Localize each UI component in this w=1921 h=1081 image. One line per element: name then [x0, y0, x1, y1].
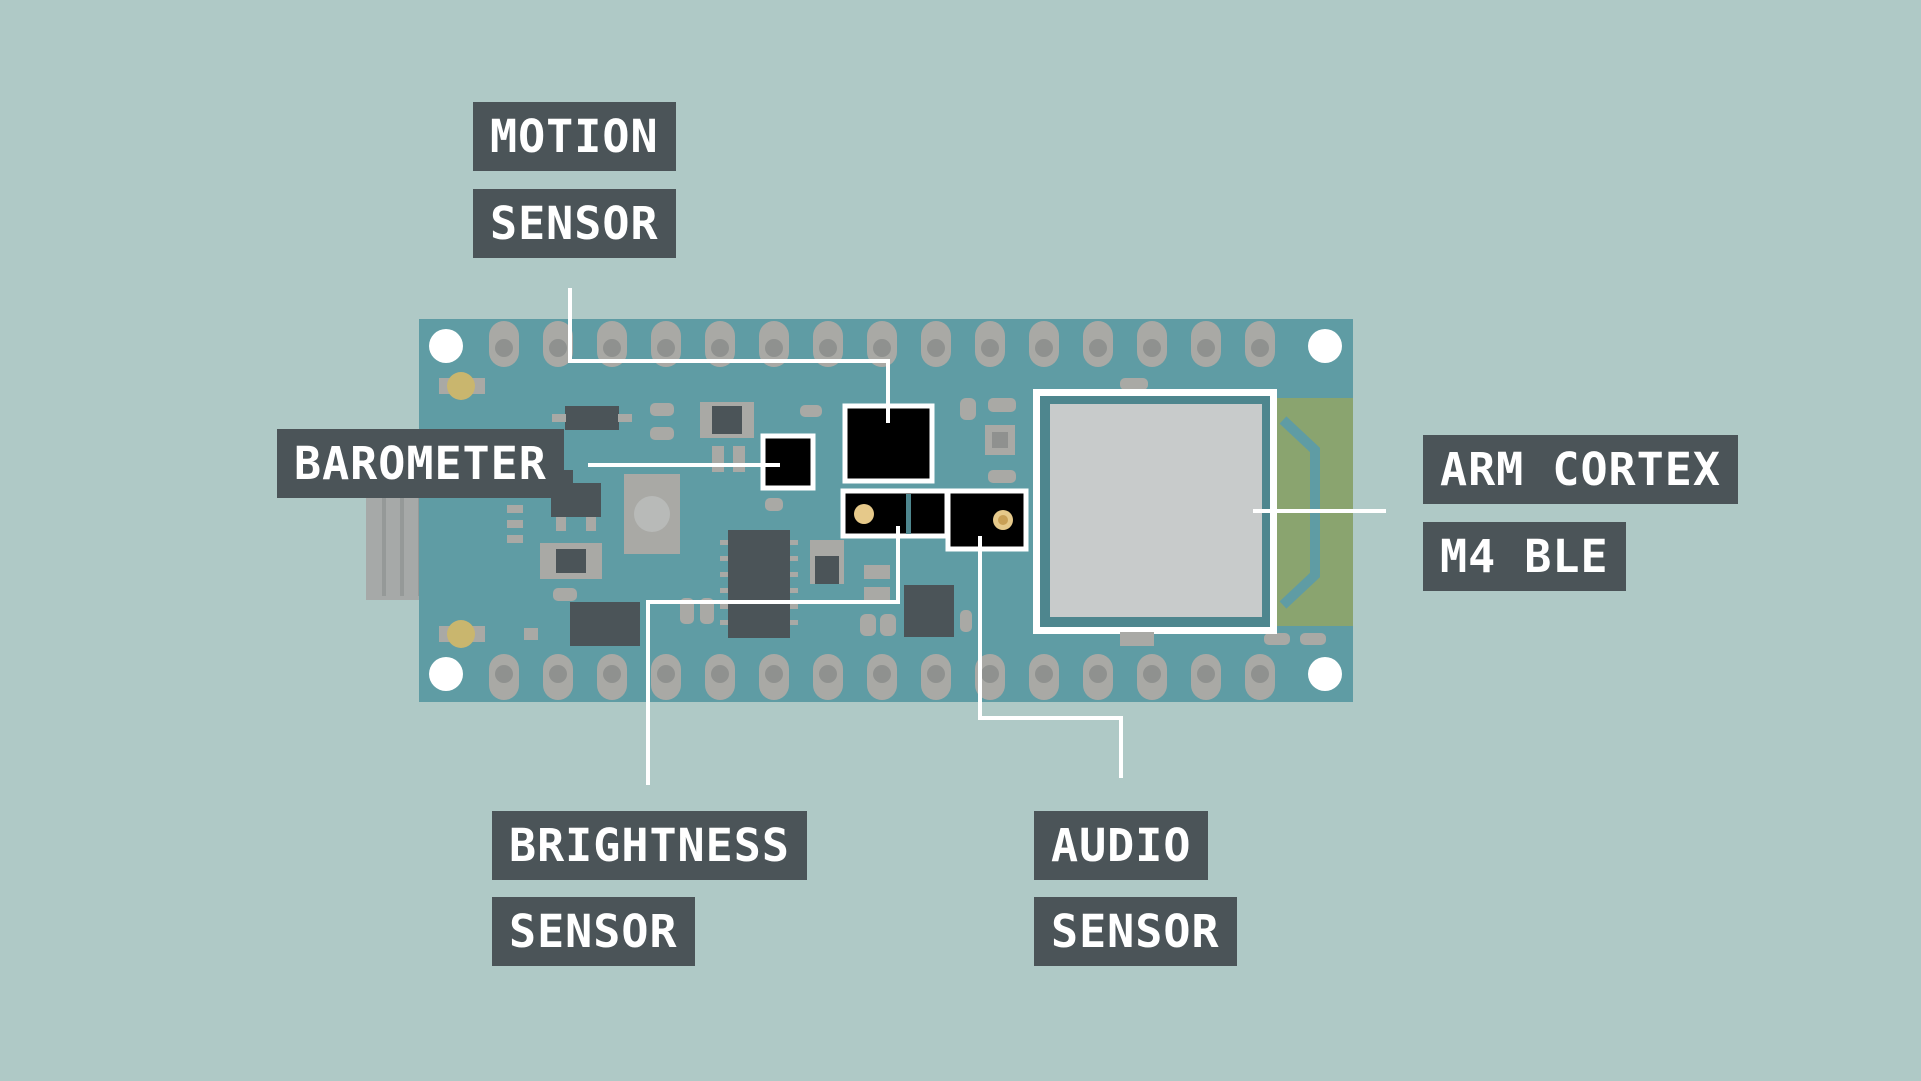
barometer-label: BAROMETER	[277, 429, 564, 498]
mounting-holes	[429, 329, 1342, 691]
brightness-sensor-label-line2: SENSOR	[492, 897, 695, 966]
audio-sensor-chip	[945, 488, 1029, 552]
bottom-pin-header	[489, 654, 1275, 700]
audio-leader-line	[978, 536, 1123, 778]
motion-sensor-label-line2: SENSOR	[473, 189, 676, 258]
motion-leader-line	[568, 288, 890, 423]
audio-sensor-label-line2: SENSOR	[1034, 897, 1237, 966]
brightness-sensor-chip	[840, 488, 950, 539]
motion-sensor-label-line1: MOTION	[473, 102, 676, 171]
arm-cortex-label-line1: ARM CORTEX	[1423, 435, 1738, 504]
leader-lines	[568, 288, 1386, 785]
gold-pads	[439, 372, 485, 648]
arm-cortex-label-line2: M4 BLE	[1423, 522, 1626, 591]
barometer-chip	[760, 433, 816, 491]
brightness-sensor-label-line1: BRIGHTNESS	[492, 811, 807, 880]
audio-sensor-label-line1: AUDIO	[1034, 811, 1209, 880]
top-pin-header	[489, 321, 1275, 367]
brightness-leader-line	[646, 526, 900, 785]
processor-module	[1033, 389, 1277, 646]
